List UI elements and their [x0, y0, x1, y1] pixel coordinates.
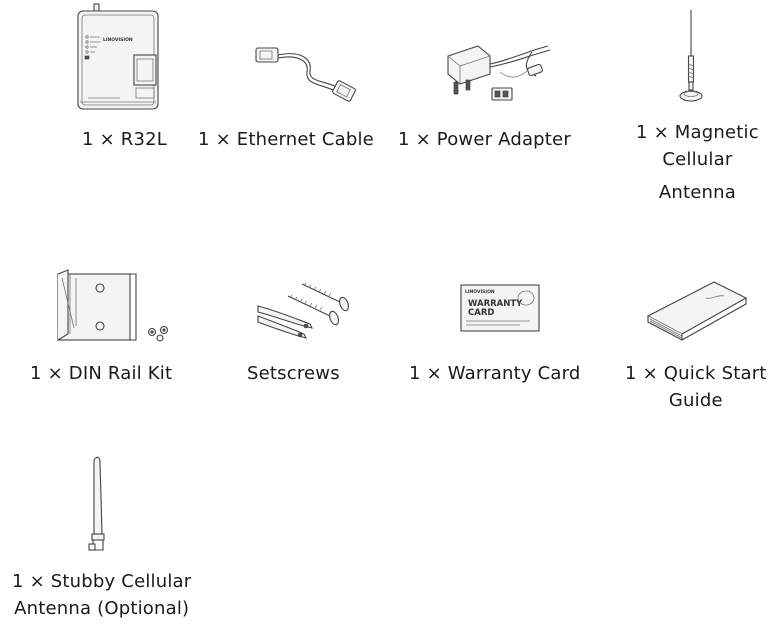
- router-icon: LINOVISION: [70, 3, 165, 112]
- quick-start-guide-icon: [646, 276, 748, 344]
- caption-setscrews: Setscrews: [247, 363, 340, 384]
- warranty-card-icon: LINOVISION WARRANTY CARD: [460, 284, 540, 334]
- caption-warranty-card: 1 × Warranty Card: [409, 363, 581, 384]
- caption-line: Cellular: [662, 149, 733, 170]
- caption-line: Antenna: [658, 182, 736, 203]
- caption-quick-start-guide: 1 × Quick Start Guide: [625, 360, 767, 414]
- power-adapter-icon: [440, 40, 552, 108]
- caption-power-adapter: 1 × Power Adapter: [398, 129, 571, 150]
- caption-din-rail-kit: 1 × DIN Rail Kit: [30, 363, 173, 384]
- caption-line: 1 × Quick Start: [625, 363, 767, 384]
- card-brand: LINOVISION: [465, 289, 495, 295]
- stubby-antenna-icon: [84, 454, 110, 554]
- caption-magnetic-antenna: 1 × Magnetic Cellular Antenna: [636, 119, 759, 206]
- caption-line: Guide: [668, 390, 723, 411]
- caption-line: 1 × Stubby Cellular: [12, 571, 192, 592]
- caption-r32l: 1 × R32L: [82, 129, 168, 150]
- magnetic-antenna-icon: [676, 8, 706, 104]
- caption-line: Antenna (Optional): [14, 598, 190, 619]
- caption-stubby-antenna: 1 × Stubby Cellular Antenna (Optional): [12, 568, 191, 622]
- card-title-line: WARRANTY: [468, 299, 523, 309]
- din-rail-kit-icon: [54, 268, 174, 346]
- card-title-line: CARD: [468, 308, 494, 318]
- router-brand: LINOVISION: [103, 37, 133, 43]
- caption-ethernet-cable: 1 × Ethernet Cable: [198, 129, 374, 150]
- setscrews-icon: [254, 280, 354, 342]
- ethernet-cable-icon: [252, 40, 362, 110]
- caption-line: 1 × Magnetic: [636, 122, 759, 143]
